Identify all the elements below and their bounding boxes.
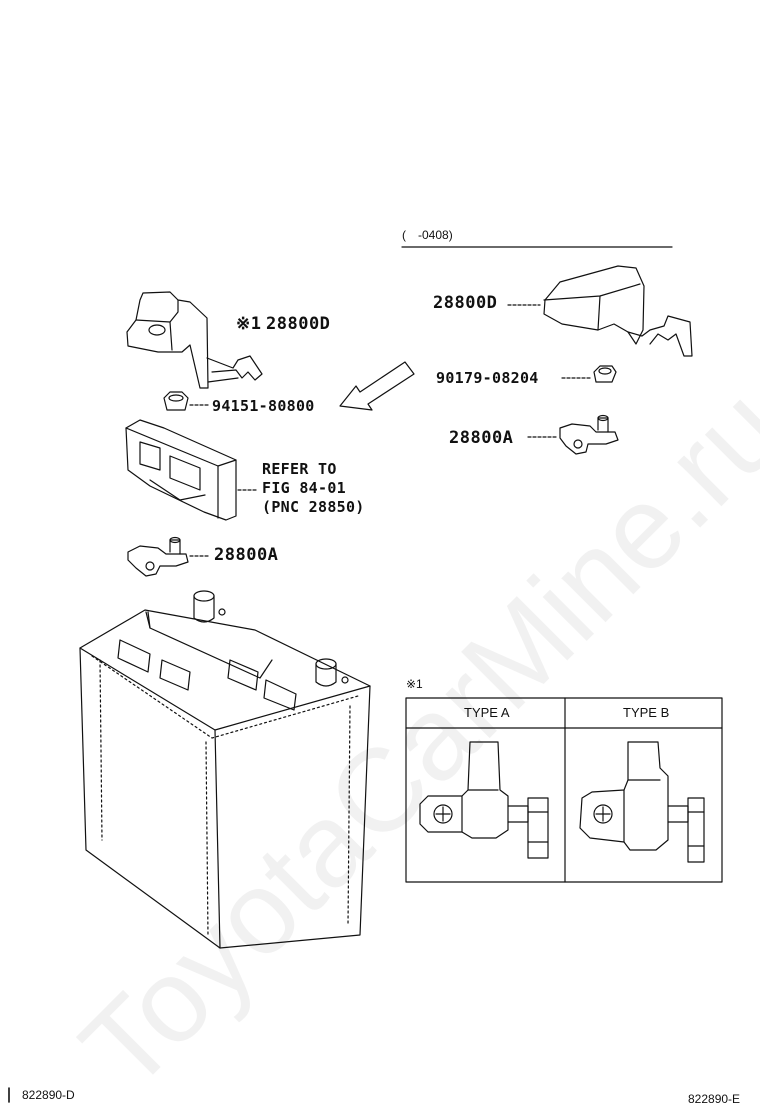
- type-b-header: TYPE B: [623, 705, 670, 720]
- nut-right: [561, 365, 617, 383]
- terminal-right: [527, 414, 619, 455]
- type-a-sketch: [419, 741, 549, 859]
- refer-line-1: REFER TO: [262, 460, 337, 478]
- part-label-terminal-right[interactable]: 28800A: [449, 428, 514, 448]
- footer-right-code: 822890-E: [688, 1092, 741, 1106]
- cover-left-mark: ※1: [236, 314, 262, 334]
- part-label-cover-left[interactable]: 28800D: [266, 314, 331, 334]
- nut-left: [163, 391, 211, 411]
- part-label-terminal-left[interactable]: 28800A: [214, 545, 279, 565]
- type-b-sketch: [579, 741, 705, 863]
- battery: [79, 590, 371, 949]
- part-label-nut-right[interactable]: 90179-08204: [436, 369, 539, 387]
- battery-holder-bracket: [125, 419, 259, 521]
- terminal-cover-right: [507, 265, 693, 357]
- inset-note-mark: ※1: [406, 677, 423, 691]
- footer-left-code: 822890-D: [22, 1088, 75, 1102]
- part-label-cover-right[interactable]: 28800D: [433, 293, 498, 313]
- part-label-nut-left[interactable]: 94151-80800: [212, 397, 315, 415]
- inset-table: [405, 697, 723, 883]
- refer-line-2[interactable]: FIG 84-01: [262, 479, 346, 497]
- type-a-header: TYPE A: [464, 705, 510, 720]
- period-note: ( -0408): [402, 228, 453, 242]
- terminal-left: [127, 536, 211, 577]
- direction-arrow: [339, 361, 415, 411]
- terminal-cover-left: [126, 291, 263, 389]
- refer-line-3: (PNC 28850): [262, 498, 365, 516]
